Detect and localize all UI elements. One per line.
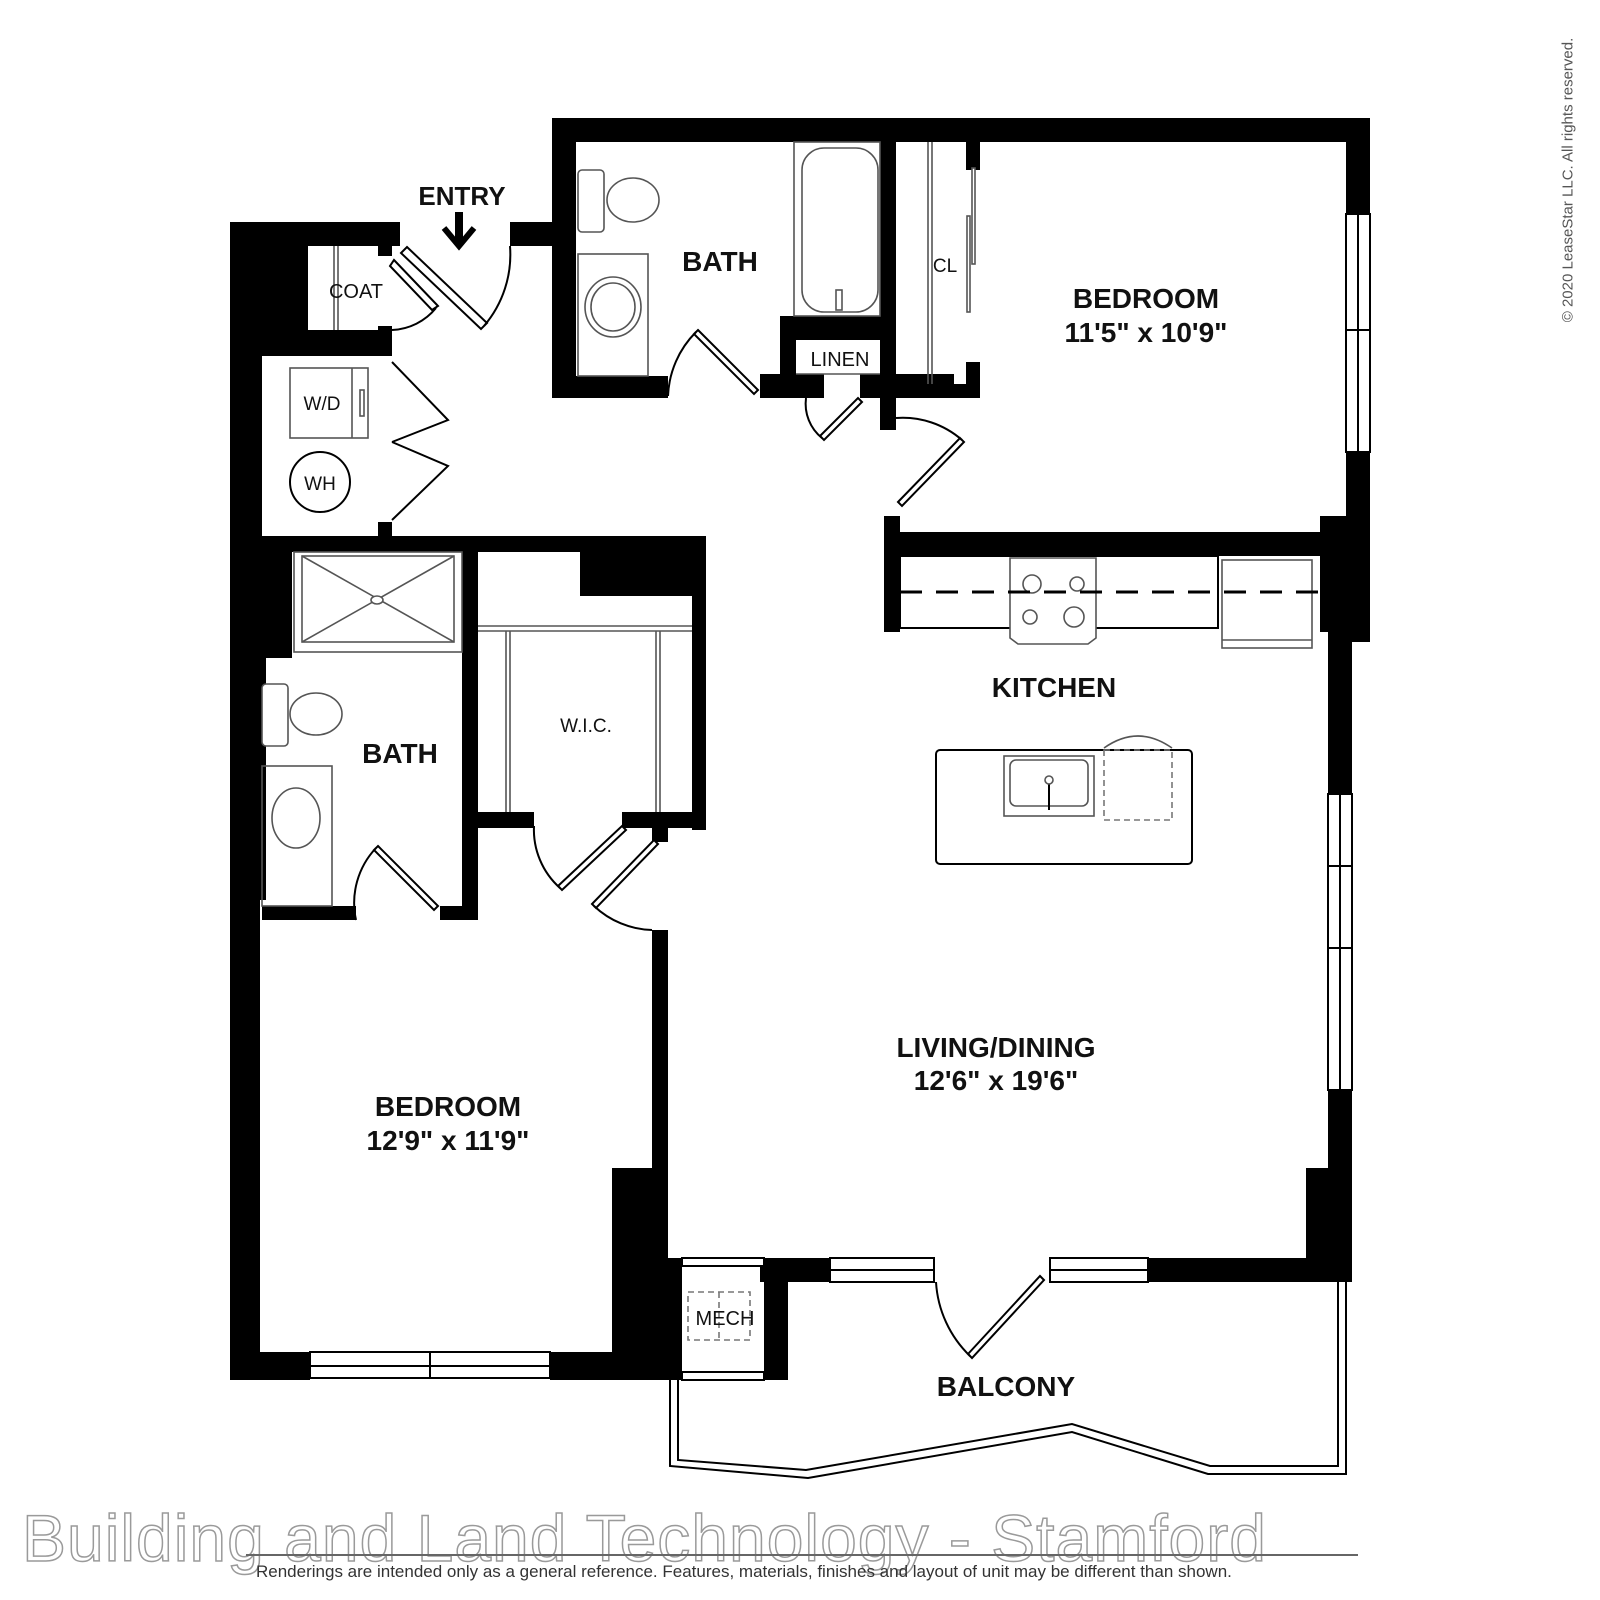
fixtures bbox=[261, 141, 1347, 1480]
windows bbox=[309, 213, 1371, 1381]
closet-label: CL bbox=[933, 256, 957, 277]
wd-label: W/D bbox=[304, 394, 341, 415]
walls bbox=[230, 118, 1370, 1380]
mech-label: MECH bbox=[696, 1308, 755, 1330]
living-dining-label: LIVING/DINING bbox=[896, 1032, 1095, 1063]
wh-label: WH bbox=[304, 474, 336, 495]
living-dining-dimensions: 12'6" x 19'6" bbox=[914, 1065, 1078, 1096]
entry-label: ENTRY bbox=[418, 181, 505, 211]
bedroom-2-dimensions: 12'9" x 11'9" bbox=[367, 1125, 530, 1156]
balcony-label: BALCONY bbox=[937, 1371, 1076, 1402]
bath-2-label: BATH bbox=[362, 738, 438, 769]
linen-label: LINEN bbox=[811, 349, 870, 371]
wic-label: W.I.C. bbox=[560, 716, 612, 737]
arrow-down-icon bbox=[441, 212, 477, 251]
bedroom-1-dimensions: 11'5" x 10'9" bbox=[1065, 317, 1228, 348]
copyright-notice: © 2020 LeaseStar LLC. All rights reserve… bbox=[1559, 37, 1577, 323]
labels: ENTRY COAT W/D WH BATH LINEN CL BEDROOM … bbox=[304, 181, 1228, 1402]
doors bbox=[353, 245, 1046, 1360]
bedroom-1-label: BEDROOM bbox=[1073, 283, 1219, 314]
bedroom-2-label: BEDROOM bbox=[375, 1091, 521, 1122]
disclaimer: Renderings are intended only as a genera… bbox=[256, 1562, 1232, 1581]
bath-1-label: BATH bbox=[682, 246, 758, 277]
kitchen-label: KITCHEN bbox=[992, 672, 1116, 703]
watermark: Building and Land Technology - Stamford bbox=[21, 1500, 1267, 1576]
disclaimer-divider bbox=[246, 1554, 1358, 1556]
coat-label: COAT bbox=[329, 281, 383, 303]
